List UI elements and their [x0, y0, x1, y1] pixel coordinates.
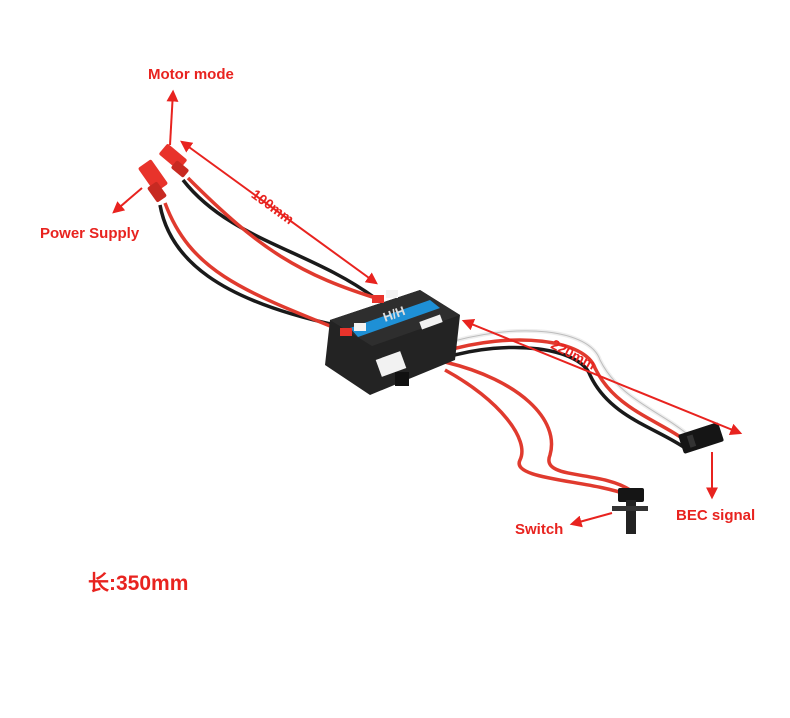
power-connector [138, 159, 168, 203]
bec-plug [678, 422, 724, 454]
annotation-arrows [112, 89, 743, 528]
svg-text:H/H: H/H [381, 303, 407, 325]
power-supply-wires [158, 202, 341, 332]
power-supply-label: Power Supply [40, 225, 140, 242]
switch-part [612, 488, 648, 534]
switch-label: Switch [515, 521, 564, 538]
motor-connector [159, 144, 189, 178]
esc-module: H/H [325, 290, 460, 395]
motor-mode-label: Motor mode [148, 66, 234, 83]
bec-signal-label: BEC signal [676, 507, 756, 524]
total-length-label: 长:350mm [88, 572, 189, 595]
motor-wires [181, 176, 383, 302]
